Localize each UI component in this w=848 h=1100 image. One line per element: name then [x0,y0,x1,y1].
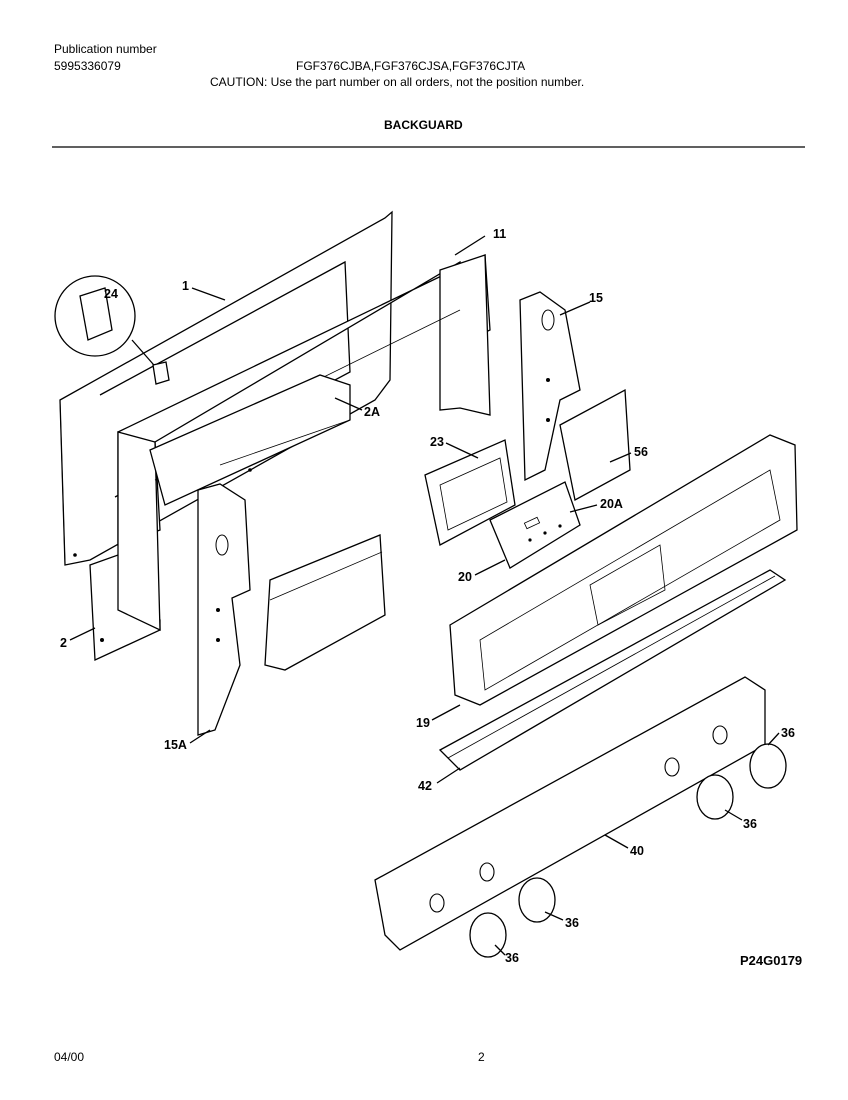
part-19-control-panel [449,434,798,706]
part-24-detail [54,275,170,385]
model-numbers: FGF376CJBA,FGF376CJSA,FGF376CJTA [296,59,526,73]
callout-36-c: 36 [565,916,579,930]
callout-15a: 15A [164,738,187,752]
part-20-control-board [489,481,581,569]
callout-42: 42 [418,779,432,793]
callout-36-a: 36 [781,726,795,740]
part-15a-end-bracket [197,483,251,736]
part-23-display-bracket [424,439,516,546]
lower-panel [264,534,386,671]
part-2a-divider [149,374,351,506]
callout-1: 1 [182,279,189,293]
page-number: 2 [478,1050,485,1064]
callout-15: 15 [589,291,603,305]
leader-lines [69,235,780,956]
callout-2a: 2A [364,405,380,419]
section-title: BACKGUARD [384,118,463,132]
publication-number: 5995336079 [54,59,121,73]
callout-19: 19 [416,716,430,730]
callout-40: 40 [630,844,644,858]
callout-20: 20 [458,570,472,584]
callout-23: 23 [430,435,444,449]
callout-36-b: 36 [743,817,757,831]
callout-20a: 20A [600,497,623,511]
callout-24: 24 [104,287,118,301]
publication-number-label: Publication number [54,42,157,56]
part-11-backguard-frame [117,253,491,632]
part-42-trim [438,569,787,771]
footer-date: 04/00 [54,1050,85,1064]
part-15-end-bracket [519,291,581,482]
figure-code: P24G0179 [740,953,803,968]
caution-note: CAUTION: Use the part number on all orde… [210,75,585,89]
callout-2: 2 [60,636,67,650]
part-56-shield [559,388,631,501]
part-36-knobs [469,743,787,958]
callout-11: 11 [493,227,506,241]
callout-56: 56 [634,445,648,459]
callout-36-d: 36 [505,951,519,965]
